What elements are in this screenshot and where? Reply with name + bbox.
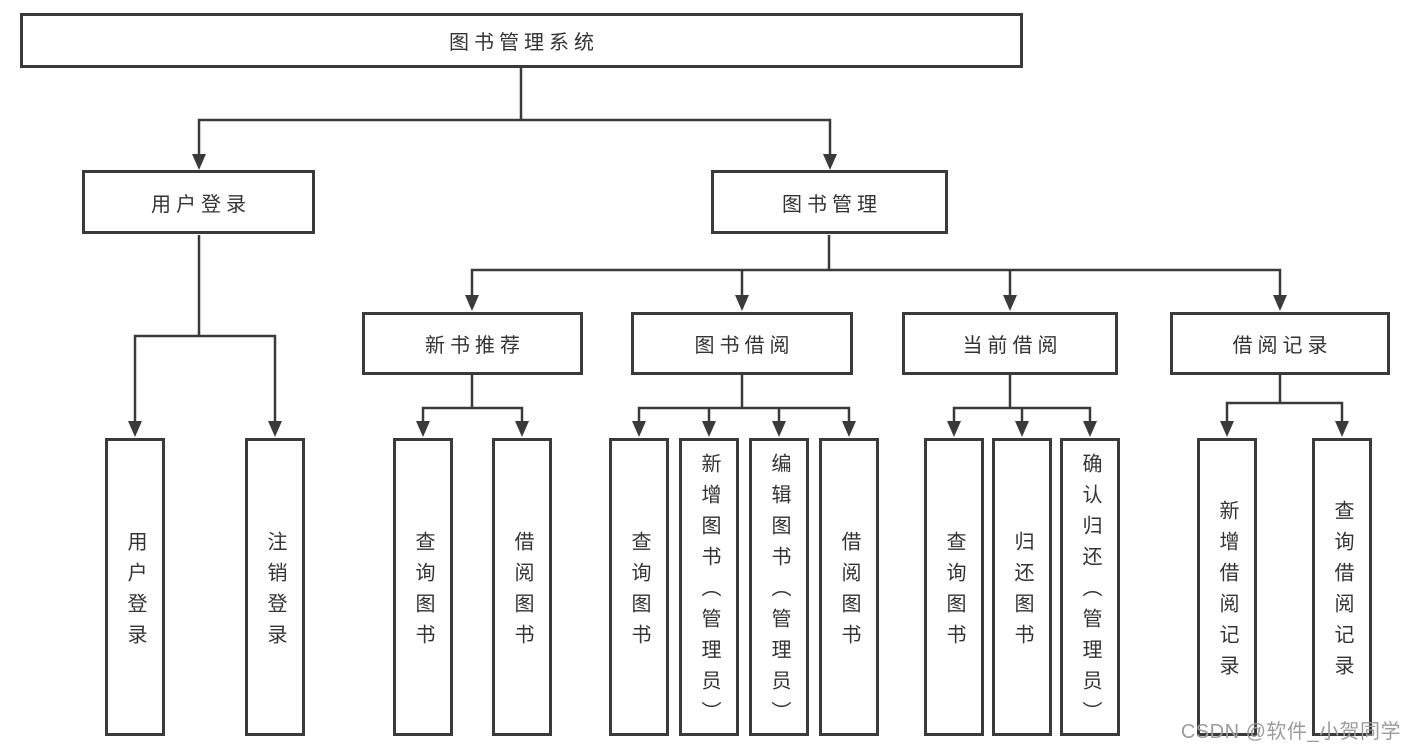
leaf-return-books: 归还图书: [992, 438, 1052, 736]
node-current-borrowing: 当前借阅: [902, 312, 1118, 375]
node-label: 借阅记录: [1232, 335, 1333, 357]
node-label: 用户登录: [124, 530, 146, 655]
leaf-user-login: 用户登录: [105, 438, 165, 736]
node-label: 用户登录: [151, 193, 251, 216]
node-book-borrowing: 图书借阅: [631, 312, 853, 375]
leaf-query-books-recommend: 查询图书: [393, 438, 453, 736]
node-label: 确认归还（管理员）: [1079, 453, 1101, 732]
leaf-add-book-admin: 新增图书（管理员）: [679, 438, 739, 736]
leaf-add-borrow-record: 新增借阅记录: [1197, 438, 1257, 736]
leaf-logout: 注销登录: [245, 438, 305, 736]
node-borrowing-records: 借阅记录: [1170, 312, 1390, 375]
node-library-management-system: 图书管理系统: [20, 13, 1023, 68]
node-label: 编辑图书（管理员）: [768, 453, 790, 732]
node-label: 新增图书（管理员）: [698, 453, 720, 732]
node-label: 归还图书: [1011, 530, 1033, 655]
node-label: 图书管理系统: [449, 32, 599, 54]
node-user-login: 用户登录: [82, 170, 315, 234]
node-label: 图书管理: [782, 193, 882, 216]
node-label: 新书推荐: [425, 335, 525, 357]
leaf-borrow-books-recommend: 借阅图书: [492, 438, 552, 736]
node-label: 查询借阅记录: [1331, 499, 1353, 686]
leaf-edit-book-admin: 编辑图书（管理员）: [749, 438, 809, 736]
node-label: 借阅图书: [838, 530, 860, 655]
leaf-borrow-books: 借阅图书: [819, 438, 879, 736]
connector-paths: [133, 68, 1344, 422]
node-label: 查询图书: [628, 530, 650, 655]
leaf-query-books-current: 查询图书: [924, 438, 984, 736]
node-label: 查询图书: [943, 530, 965, 655]
leaf-query-borrow-record: 查询借阅记录: [1312, 438, 1372, 736]
node-label: 新增借阅记录: [1216, 499, 1238, 686]
arrowheads: [128, 154, 1349, 437]
leaf-query-books-borrowing: 查询图书: [609, 438, 669, 736]
node-label: 图书借阅: [694, 335, 795, 357]
leaf-confirm-return-admin: 确认归还（管理员）: [1060, 438, 1120, 736]
node-new-book-recommendation: 新书推荐: [362, 312, 583, 375]
node-label: 当前借阅: [962, 335, 1063, 357]
node-book-management: 图书管理: [711, 170, 948, 234]
csdn-watermark: CSDN @软件_小贺同学: [1180, 721, 1401, 743]
node-label: 借阅图书: [511, 530, 533, 655]
node-label: 查询图书: [412, 530, 434, 655]
node-label: 注销登录: [264, 530, 286, 655]
